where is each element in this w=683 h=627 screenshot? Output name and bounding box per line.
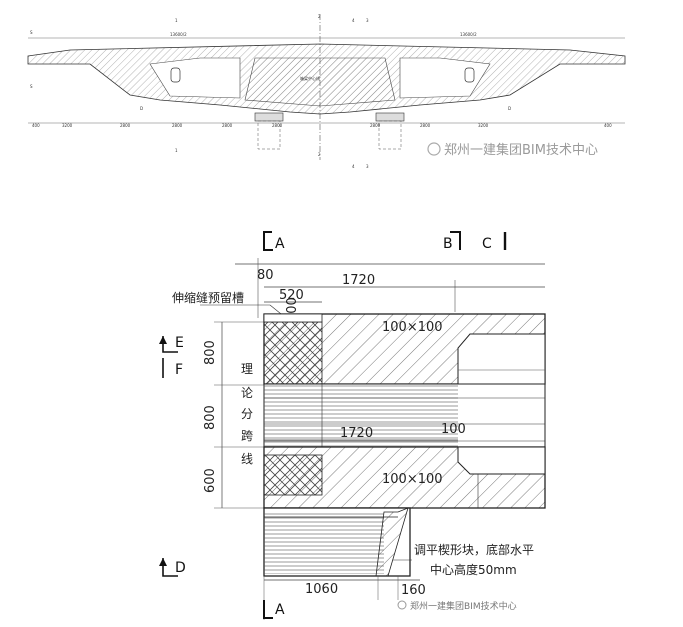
bottom-dim-labels: 400 3200 2800 2800 2800 2800 2800 2800 3200 400 bbox=[32, 123, 612, 128]
pier-right bbox=[378, 120, 402, 150]
section-mark-3-top: 3 bbox=[366, 18, 369, 23]
dim-80: 80 bbox=[257, 268, 274, 283]
dim-160: 160 bbox=[401, 583, 426, 598]
span-line-char-1: 理 bbox=[241, 362, 253, 376]
dim-1720-mid: 1720 bbox=[340, 426, 373, 441]
section-mark-d-arrowhead bbox=[159, 558, 167, 566]
section-mark-e-arrowhead bbox=[159, 336, 167, 344]
dim-600: 600 bbox=[203, 468, 218, 493]
section-label-e: E bbox=[175, 335, 184, 351]
section-mark-1-bottom: 1 bbox=[175, 148, 178, 153]
bottom-dim-label: 2800 bbox=[420, 123, 431, 128]
bottom-watermark-logo-icon bbox=[397, 600, 407, 610]
span-line-char-5: 线 bbox=[241, 452, 253, 466]
section-mark-2-top: 2 bbox=[318, 14, 321, 19]
end-zone-top-cross bbox=[263, 321, 323, 385]
top-box-girder-section: 13600/2 13600/2 400 3200 2800 2800 2800 2800 2… bbox=[27, 14, 626, 169]
bearing-left bbox=[254, 112, 284, 122]
end-zone-bottom-cross bbox=[263, 454, 323, 496]
detail-plan: A B C 80 1720 520 100 伸缩缝预留槽 800 800 600 bbox=[159, 231, 546, 620]
section-label-b-top: B bbox=[443, 236, 453, 252]
bottom-dim-label: 2800 bbox=[222, 123, 233, 128]
dim-top-right: 13600/2 bbox=[460, 32, 477, 37]
dim-1060: 1060 bbox=[305, 582, 338, 597]
section-mark-4-top: 4 bbox=[352, 18, 355, 23]
span-line-char-2: 论 bbox=[241, 386, 253, 400]
top-watermark: 郑州一建集团BIM技术中心 bbox=[444, 142, 598, 158]
expansion-slot-label: 伸缩缝预留槽 bbox=[172, 290, 244, 305]
dim-100x100-top: 100×100 bbox=[382, 320, 443, 335]
span-line-char-3: 分 bbox=[241, 407, 253, 421]
section-mark-a-bottom-bracket bbox=[263, 600, 273, 619]
inner-cell-top bbox=[457, 333, 546, 385]
bottom-dim-label: 400 bbox=[32, 123, 40, 128]
section-label-f: F bbox=[175, 362, 183, 378]
inner-cell-bottom bbox=[457, 446, 546, 475]
bottom-watermark: 郑州一建集团BIM技术中心 bbox=[410, 600, 517, 612]
pier-left bbox=[257, 120, 281, 150]
access-hole-left bbox=[170, 67, 181, 83]
dim-100x100-bottom: 100×100 bbox=[382, 472, 443, 487]
bottom-dim-label: 2800 bbox=[272, 123, 283, 128]
bottom-dim-label: 2800 bbox=[370, 123, 381, 128]
expansion-slot-notch bbox=[263, 313, 323, 323]
dim-top-left: 13600/2 bbox=[170, 32, 187, 37]
section-mark-4-bottom: 4 bbox=[352, 164, 355, 169]
dim-1720-top: 1720 bbox=[342, 273, 375, 288]
bottom-dim-label: 400 bbox=[604, 123, 612, 128]
middle-band-lines bbox=[264, 384, 458, 447]
section-mark-2-bottom: 2 bbox=[318, 152, 321, 157]
bottom-dim-label: 2800 bbox=[172, 123, 183, 128]
bottom-dim-label: 2800 bbox=[120, 123, 131, 128]
span-line-char-4: 跨 bbox=[241, 429, 253, 443]
section-mark-a-top-bracket bbox=[263, 231, 273, 251]
section-mark-b-top-bracket bbox=[450, 231, 461, 250]
section-label-d: D bbox=[175, 560, 186, 576]
section-label-a-bottom: A bbox=[275, 602, 285, 618]
section-mark-1-top: 1 bbox=[175, 18, 178, 23]
wedge-label-line2: 中心高度50mm bbox=[430, 562, 517, 577]
section-mark-d-left: D bbox=[140, 106, 143, 111]
bearing-right bbox=[375, 112, 405, 122]
bottom-dim-label: 3200 bbox=[478, 123, 489, 128]
section-mark-s-left: S bbox=[30, 30, 33, 35]
center-line-label: 箱梁中心线 bbox=[300, 75, 320, 81]
watermark-logo-icon bbox=[427, 142, 441, 156]
dim-800-a: 800 bbox=[203, 340, 218, 365]
access-hole-right bbox=[464, 67, 475, 83]
section-label-a-top: A bbox=[275, 236, 285, 252]
wedge-label-line1: 调平楔形块，底部水平 bbox=[414, 542, 534, 557]
section-mark-d-right: D bbox=[508, 106, 511, 111]
dim-800-b: 800 bbox=[203, 405, 218, 430]
section-mark-3-bottom: 3 bbox=[366, 164, 369, 169]
wedge-hlines bbox=[264, 512, 384, 574]
bottom-dim-label: 3200 bbox=[62, 123, 73, 128]
dim-520: 520 bbox=[279, 288, 304, 303]
wedge-slope bbox=[375, 507, 409, 577]
section-mark-s-left-bottom: S bbox=[30, 84, 33, 89]
dim-100-mid: 100 bbox=[441, 422, 466, 437]
section-label-c-top: C bbox=[482, 236, 492, 252]
